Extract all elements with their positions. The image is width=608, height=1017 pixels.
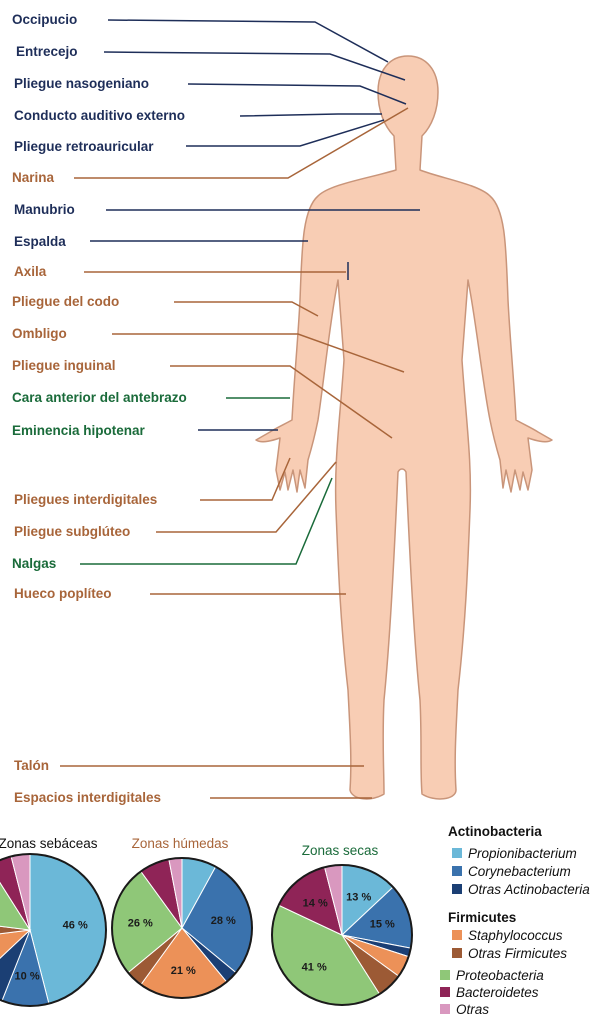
- legend-swatch-bacteroidetes: [440, 987, 450, 997]
- pie-data-label: 28 %: [211, 915, 236, 927]
- legend-item-bacteroidetes: Bacteroidetes: [456, 985, 539, 1000]
- pie-data-label: 46 %: [63, 919, 88, 931]
- legend-item-otras: Otras: [456, 1002, 489, 1017]
- pie-data-label: 21 %: [171, 965, 196, 977]
- legend-item-propionibacterium: Propionibacterium: [468, 846, 577, 861]
- pie-data-label: 14 %: [303, 898, 328, 910]
- pie-chart-zonas-humedas: 28 % 21 % 26 %: [112, 858, 252, 998]
- pie-data-label: 10 %: [15, 971, 40, 983]
- pie-title-zonas-secas: Zonas secas: [302, 843, 379, 858]
- label-pliegue-inguinal: Pliegue inguinal: [12, 358, 116, 373]
- label-pliegue-subgluteo: Pliegue subglúteo: [14, 524, 130, 539]
- legend-swatch-staphylococcus: [452, 930, 462, 940]
- legend-swatch-otras-actinobacteria: [452, 884, 462, 894]
- leader-line-pliegue-retroauricular: [186, 120, 384, 146]
- pie-chart-zonas-sebaceas: 46 %10 %%: [0, 854, 106, 1006]
- label-cara-anterior-antebrazo: Cara anterior del antebrazo: [12, 390, 187, 405]
- leader-line-pliegue-nasogeniano: [188, 84, 406, 104]
- pie-chart-zonas-secas: 13 % 15 % 41 % 14 %: [272, 865, 412, 1005]
- label-entrecejo: Entrecejo: [16, 44, 78, 59]
- legend-item-corynebacterium: Corynebacterium: [468, 864, 571, 879]
- label-pliegue-retroauricular: Pliegue retroauricular: [14, 139, 154, 154]
- label-manubrio: Manubrio: [14, 202, 75, 217]
- legend-swatch-propionibacterium: [452, 848, 462, 858]
- leader-line-pliegue-subgluteo: [156, 462, 336, 532]
- label-pliegue-codo: Pliegue del codo: [12, 294, 119, 309]
- label-hueco-popliteo: Hueco poplíteo: [14, 586, 112, 601]
- legend-swatch-proteobacteria: [440, 970, 450, 980]
- legend-swatch-otras: [440, 1004, 450, 1014]
- pie-data-label: 41 %: [302, 962, 327, 974]
- legend-swatch-corynebacterium: [452, 866, 462, 876]
- leader-line-nalgas: [80, 478, 332, 564]
- body-figure: [256, 56, 552, 799]
- pie-title-zonas-humedas: Zonas húmedas: [132, 836, 229, 851]
- label-conducto-auditivo: Conducto auditivo externo: [14, 108, 185, 123]
- label-espacios-interdigitales: Espacios interdigitales: [14, 790, 161, 805]
- label-narina: Narina: [12, 170, 55, 185]
- label-occipucio: Occipucio: [12, 12, 77, 27]
- legend-item-staphylococcus: Staphylococcus: [468, 928, 563, 943]
- label-axila: Axila: [14, 264, 47, 279]
- pie-title-zonas-sebaceas: Zonas sebáceas: [0, 836, 98, 851]
- legend-item-otras-actinobacteria: Otras Actinobacteria: [468, 882, 590, 897]
- body-silhouette: [256, 56, 552, 799]
- pie-data-label: 15 %: [370, 918, 395, 930]
- label-ombligo: Ombligo: [12, 326, 67, 341]
- label-talon: Talón: [14, 758, 49, 773]
- label-nalgas: Nalgas: [12, 556, 56, 571]
- leader-line-entrecejo: [104, 52, 405, 80]
- anatomy-labels: Occipucio Entrecejo Pliegue nasogeniano …: [12, 12, 187, 805]
- pie-data-label: 13 %: [346, 892, 371, 904]
- label-espalda: Espalda: [14, 234, 66, 249]
- legend-heading-actinobacteria: Actinobacteria: [448, 824, 542, 839]
- leader-line-occipucio: [108, 20, 388, 62]
- label-eminencia-hipotenar: Eminencia hipotenar: [12, 423, 146, 438]
- label-pliegues-interdigitales: Pliegues interdigitales: [14, 492, 157, 507]
- pie-data-label: 26 %: [128, 918, 153, 930]
- leader-line-conducto-auditivo: [240, 114, 382, 116]
- legend-item-proteobacteria: Proteobacteria: [456, 968, 544, 983]
- label-pliegue-nasogeniano: Pliegue nasogeniano: [14, 76, 149, 91]
- legend-heading-firmicutes: Firmicutes: [448, 910, 516, 925]
- legend-swatch-otras-firmicutes: [452, 948, 462, 958]
- legend-item-otras-firmicutes: Otras Firmicutes: [468, 946, 567, 961]
- leader-line-pliegue-codo: [174, 302, 318, 316]
- legend: Actinobacteria Propionibacterium Coryneb…: [440, 824, 590, 1017]
